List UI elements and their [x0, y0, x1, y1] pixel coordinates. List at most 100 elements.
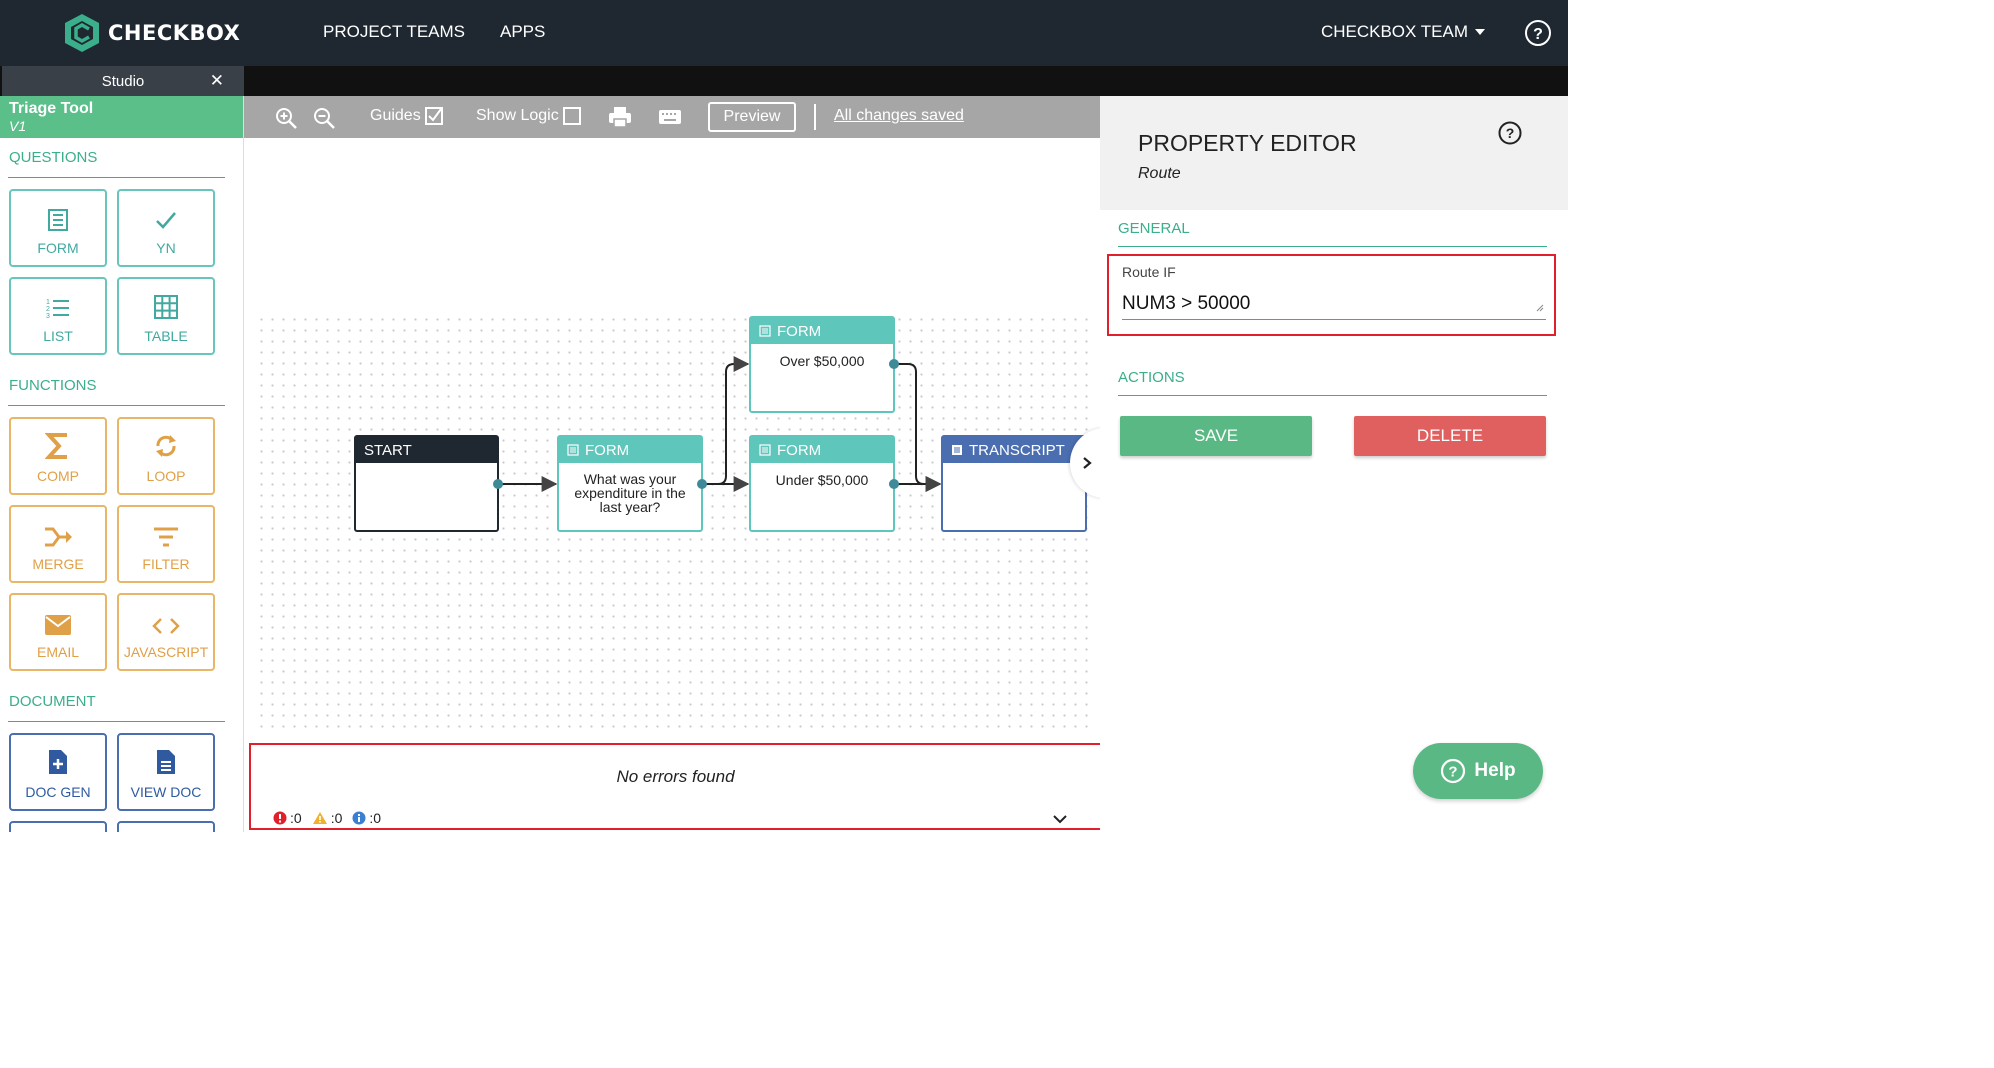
node-start[interactable]: START [354, 435, 499, 532]
guides-toggle[interactable]: Guides [370, 107, 443, 125]
delete-button[interactable]: DELETE [1354, 416, 1546, 456]
node-title: FORM [777, 441, 822, 459]
tile-view-doc[interactable]: VIEW DOC [117, 733, 215, 811]
preview-button[interactable]: Preview [708, 102, 796, 132]
chevron-right-icon [1083, 457, 1092, 469]
canvas-toolbar: Guides Show Logic Preview All changes sa… [244, 96, 1100, 138]
info-icon [352, 811, 366, 825]
nav-project-teams[interactable]: PROJECT TEAMS [323, 22, 466, 41]
checked-box-icon [424, 107, 443, 125]
node-form-over[interactable]: FORM Over $50,000 [749, 316, 895, 413]
tile-loop[interactable]: LOOP [117, 417, 215, 495]
property-editor-panel: PROPERTY EDITOR Route ? GENERAL Route IF… [1100, 96, 1568, 832]
node-transcript-header: TRANSCRIPT [943, 437, 1085, 463]
tile-label: LOOP [146, 468, 186, 484]
node-form-expenditure[interactable]: FORM What was your expenditure in the la… [557, 435, 703, 532]
node-title: FORM [777, 322, 822, 340]
tile-label: LIST [43, 328, 73, 344]
print-icon[interactable] [608, 106, 632, 128]
tile-label: JAVASCRIPT [123, 644, 209, 660]
loop-icon [156, 435, 176, 457]
brand-logo[interactable]: CHECKBOX [62, 12, 240, 54]
error-count[interactable]: :0 [273, 810, 302, 826]
warning-icon [312, 812, 327, 824]
actions-section-rule [1118, 395, 1547, 396]
route-if-field: Route IF [1107, 254, 1556, 336]
node-form-header: FORM [559, 437, 701, 463]
close-icon[interactable]: ✕ [209, 71, 224, 90]
tile-label: DOC GEN [25, 784, 91, 800]
zoom-out-icon[interactable] [312, 106, 336, 130]
route-if-input[interactable] [1122, 288, 1546, 320]
team-menu[interactable]: CHECKBOX TEAM [1321, 22, 1486, 42]
help-circle-icon: ? [1441, 758, 1466, 784]
tile-label: EMAIL [36, 644, 79, 660]
document-section-rule [8, 721, 225, 722]
tile-table[interactable]: TABLE [117, 277, 215, 355]
top-nav-bar: CHECKBOX PROJECT TEAMS APPS CHECKBOX TEA… [0, 0, 1568, 66]
team-name: CHECKBOX TEAM [1320, 22, 1468, 41]
functions-section-rule [8, 405, 225, 406]
tile-email[interactable]: EMAIL [9, 593, 107, 671]
sigma-icon [45, 433, 67, 459]
checkbox-logo-icon [65, 14, 99, 52]
document-icon [157, 750, 175, 774]
list-icon: 123 [46, 299, 69, 320]
tile-javascript[interactable]: JAVASCRIPT [117, 593, 215, 671]
nav-apps[interactable]: APPS [500, 22, 546, 41]
studio-tab[interactable]: Studio ✕ [2, 66, 244, 96]
tile-comp[interactable]: COMP [9, 417, 107, 495]
project-name: Triage Tool [9, 100, 94, 117]
tile-doc-gen[interactable]: DOC GEN [9, 733, 107, 811]
save-status-link[interactable]: All changes saved [834, 107, 964, 124]
zoom-in-icon[interactable] [274, 106, 298, 130]
help-widget-button[interactable]: ? Help [1413, 743, 1543, 799]
node-form-header: FORM [751, 318, 893, 344]
resize-grip-icon[interactable] [1536, 304, 1544, 312]
error-count-value: :0 [290, 810, 302, 826]
flow-connectors [498, 356, 942, 492]
guides-label: Guides [370, 107, 421, 124]
transcript-icon [952, 445, 962, 455]
svg-text:?: ? [1449, 764, 1458, 781]
brand-name: CHECKBOX [108, 21, 241, 45]
tile-merge[interactable]: MERGE [9, 505, 107, 583]
help-circle-icon[interactable]: ? [1498, 121, 1522, 145]
property-editor-subtitle: Route [1138, 165, 1181, 182]
unchecked-box-icon [562, 107, 581, 125]
questions-section-label: QUESTIONS [9, 149, 98, 166]
caret-down-icon [1475, 29, 1485, 35]
svg-text:2: 2 [46, 306, 50, 313]
table-icon [154, 295, 178, 319]
validation-message: No errors found [616, 767, 735, 786]
chevron-down-icon[interactable] [1052, 814, 1068, 824]
flow-canvas[interactable]: START FORM What was your expenditure in … [244, 138, 1110, 742]
save-button[interactable]: SAVE [1120, 416, 1312, 456]
validation-panel: No errors found :0 :0 :0 [249, 743, 1102, 830]
tile-label: YN [156, 240, 176, 256]
tile-label: MERGE [32, 556, 84, 572]
tile-filter[interactable]: FILTER [117, 505, 215, 583]
keyboard-icon[interactable] [658, 108, 682, 126]
route-if-label: Route IF [1122, 264, 1176, 280]
tile-form[interactable]: FORM [9, 189, 107, 267]
show-logic-toggle[interactable]: Show Logic [476, 107, 581, 125]
warning-count[interactable]: :0 [312, 810, 342, 826]
form-icon [759, 325, 771, 337]
filter-icon [154, 527, 178, 547]
node-title: FORM [585, 441, 630, 459]
node-form-under[interactable]: FORM Under $50,000 [749, 435, 895, 532]
help-circle-icon[interactable]: ? [1524, 19, 1552, 47]
tile-doc-more-2[interactable] [117, 821, 215, 832]
info-count[interactable]: :0 [352, 810, 381, 826]
tile-yn[interactable]: YN [117, 189, 215, 267]
svg-text:?: ? [1533, 26, 1543, 43]
form-icon [567, 444, 579, 456]
tile-doc-more-1[interactable] [9, 821, 107, 832]
doc-add-icon [49, 750, 67, 774]
node-body: Over $50,000 [779, 353, 865, 369]
tile-label: FILTER [142, 556, 190, 572]
actions-section-label: ACTIONS [1118, 369, 1185, 386]
checkmark-icon [156, 212, 176, 229]
